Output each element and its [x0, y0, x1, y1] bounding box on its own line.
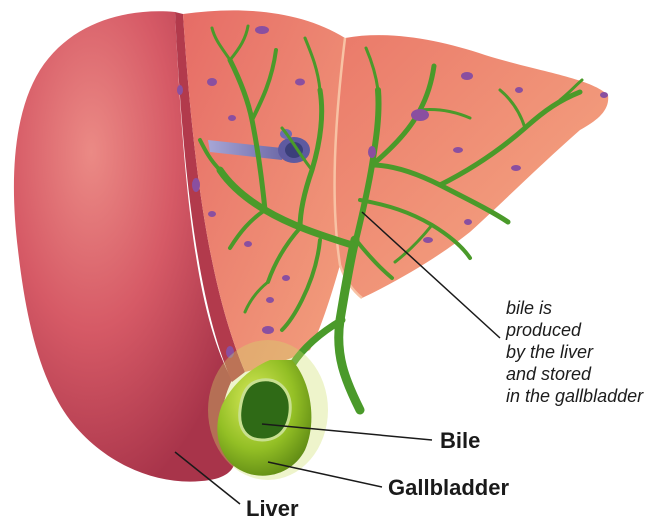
bile-inside-gallbladder	[240, 380, 291, 440]
callout-line-4: and stored	[506, 364, 592, 384]
callout-line-1: bile is	[506, 298, 552, 318]
callout-line-5: in the gallbladder	[506, 386, 644, 406]
callout-line-3: by the liver	[506, 342, 594, 362]
callout-text: bile is produced by the liver and stored…	[505, 298, 644, 406]
label-gallbladder: Gallbladder	[388, 475, 509, 500]
label-liver: Liver	[246, 496, 299, 521]
label-bile: Bile	[440, 428, 480, 453]
callout-line-2: produced	[505, 320, 582, 340]
